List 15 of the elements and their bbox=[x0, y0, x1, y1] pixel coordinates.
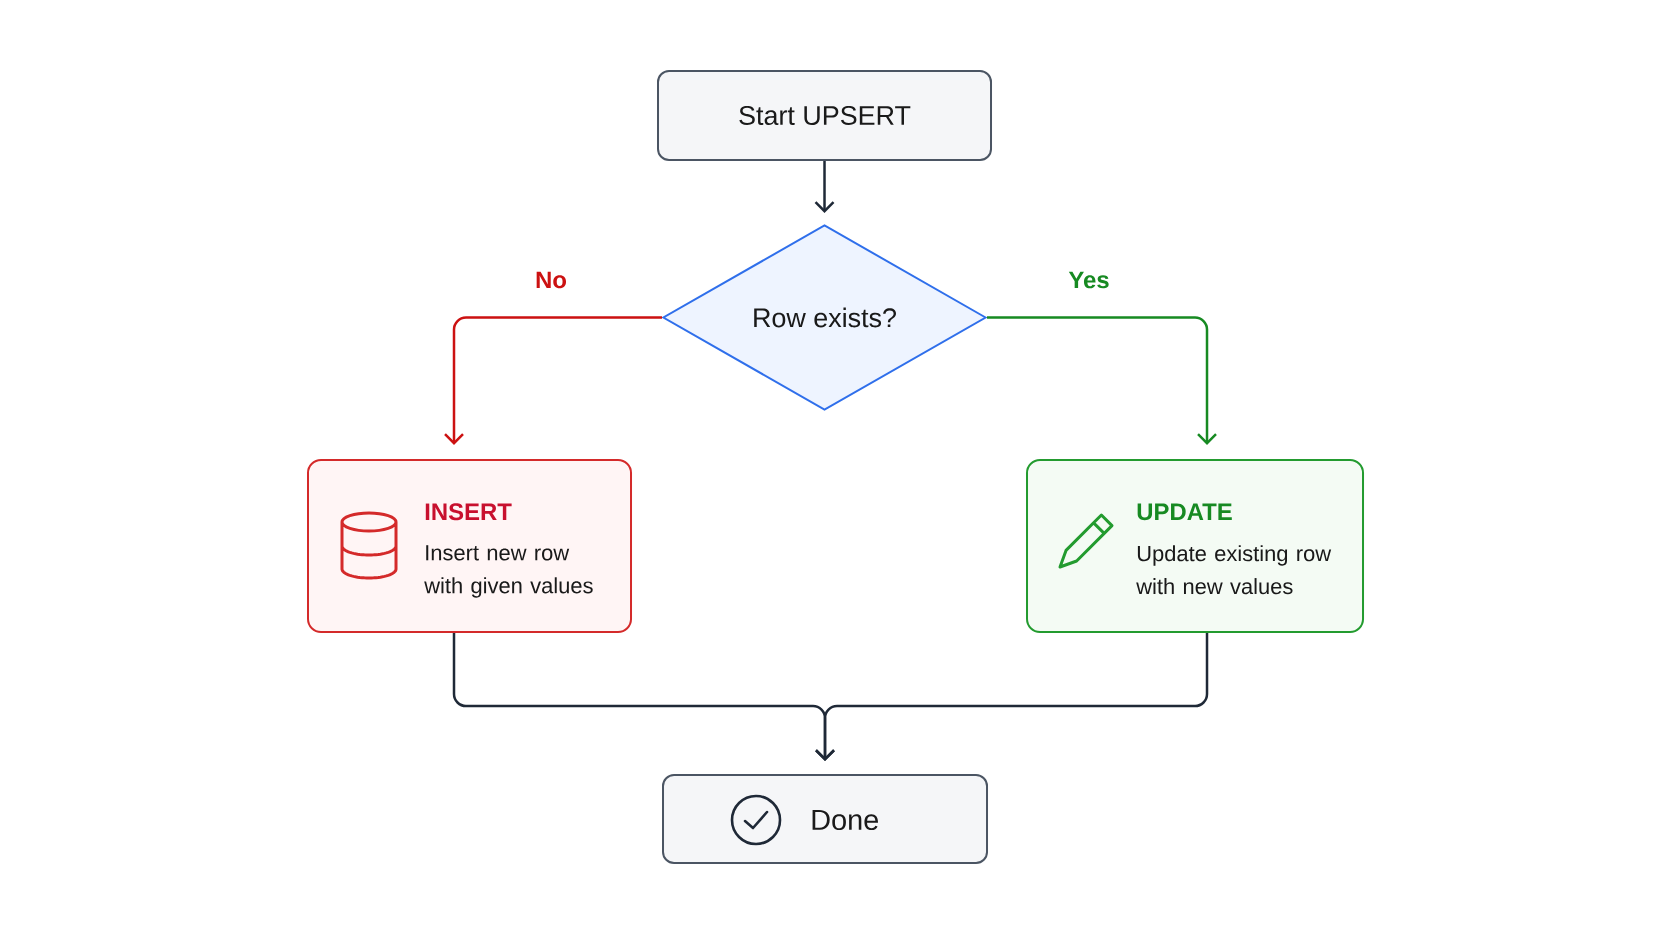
process-box bbox=[1026, 459, 1364, 633]
heading: INSERT bbox=[425, 503, 512, 521]
description: Insert new row with given values bbox=[424, 545, 593, 598]
arrow bbox=[444, 316, 662, 445]
terminal-box bbox=[662, 774, 988, 864]
arrow bbox=[815, 633, 1209, 761]
edge-label: Yes bbox=[1066, 269, 1112, 291]
arrow bbox=[987, 316, 1217, 445]
description: Update existing row with new values bbox=[1136, 545, 1332, 595]
node-label: Done bbox=[812, 809, 878, 831]
arrow bbox=[814, 161, 835, 213]
terminal-box: Start UPSERT bbox=[657, 70, 992, 161]
heading: UPDATE bbox=[1137, 503, 1232, 521]
edge-label: No bbox=[533, 269, 569, 291]
process-box bbox=[307, 459, 632, 633]
